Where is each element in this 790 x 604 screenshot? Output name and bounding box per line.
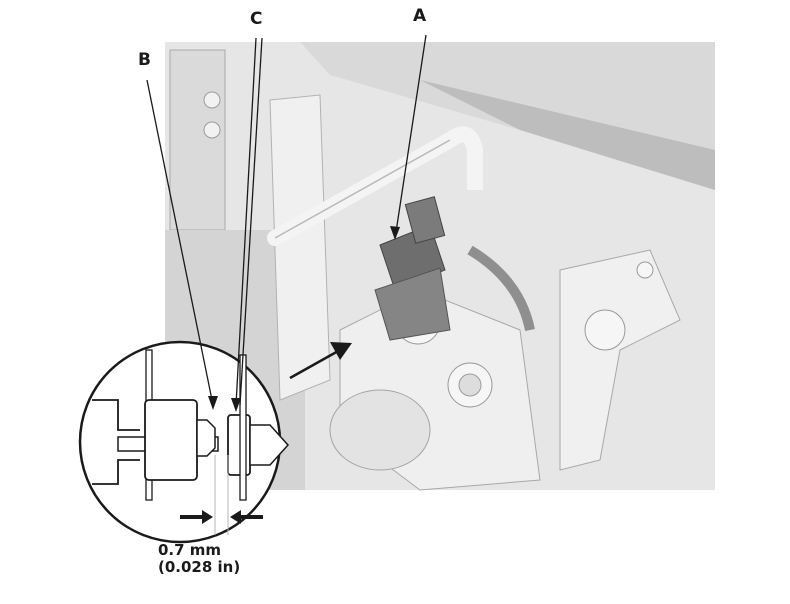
clearance-metric: 0.7 mm (158, 541, 222, 559)
detail-view (78, 340, 290, 544)
clearance-measurement: 0.7 mm (0.028 in) (158, 542, 240, 576)
callout-label-c: C (250, 9, 263, 29)
clearance-imperial: (0.028 in) (158, 558, 241, 576)
connector-part (374, 196, 451, 341)
gap-arrows (180, 510, 263, 524)
detail-pointer-arrow (289, 342, 352, 380)
leader-lines (146, 34, 427, 412)
callout-label-b: B (138, 50, 151, 70)
callout-label-a: A (413, 6, 427, 26)
